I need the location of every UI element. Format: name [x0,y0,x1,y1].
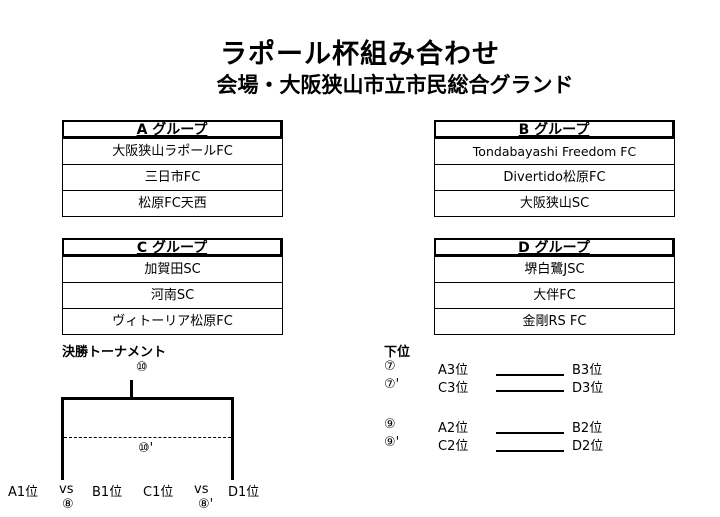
placement-match-3-right: B2位 [572,421,603,436]
venue-subtitle: 会場・大阪狭山市立市民総合グランド [216,73,574,97]
group-c-header: C グループ [62,238,283,257]
bracket-top-bar [61,397,234,400]
placement-match-3-line [496,432,564,434]
bracket-left-leg [61,397,64,480]
slot-c1: C1位 [143,485,174,500]
group-d-team-3: 金剛RS FC [434,309,675,335]
placement-match-4-number: ⑨' [384,435,400,450]
slot-vs-1: vs [59,482,74,497]
placement-match-2-left: C3位 [438,381,469,396]
placement-match-1-right: B3位 [572,363,603,378]
group-c: C グループ 加賀田SC 河南SC ヴィトーリア松原FC [62,238,283,335]
slot-vs-2: vs [194,482,209,497]
group-b: B グループ Tondabayashi Freedom FC Divertido… [434,120,675,217]
group-b-team-1: Tondabayashi Freedom FC [434,139,675,165]
bracket-right-leg [231,397,234,480]
group-b-team-2: Divertido松原FC [434,165,675,191]
placement-match-2-line [496,390,564,392]
group-b-header: B グループ [434,120,675,139]
third-place-dashed-line [64,437,231,438]
slot-d1: D1位 [228,485,260,500]
semi-match-number-2: ⑧' [198,497,214,512]
slot-b1: B1位 [92,485,123,500]
group-c-team-3: ヴィトーリア松原FC [62,309,283,335]
group-a: A グループ 大阪狭山ラポールFC 三日市FC 松原FC天西 [62,120,283,217]
final-match-number: ⑩ [136,360,148,375]
placement-title: 下位 [384,345,411,360]
placement-match-3-left: A2位 [438,421,469,436]
placement-match-3-number: ⑨ [384,417,396,432]
placement-match-2-right: D3位 [572,381,604,396]
group-d-header: D グループ [434,238,675,257]
placement-match-4-left: C2位 [438,439,469,454]
semi-match-number-1: ⑧ [62,497,74,512]
group-d-team-2: 大伴FC [434,283,675,309]
placement-match-1-number: ⑦ [384,359,396,374]
group-d: D グループ 堺白鷺JSC 大伴FC 金剛RS FC [434,238,675,335]
slot-a1: A1位 [8,485,39,500]
placement-match-4-line [496,450,564,452]
group-c-team-2: 河南SC [62,283,283,309]
bracket-stem [130,380,133,399]
placement-match-1-line [496,374,564,376]
placement-match-4-right: D2位 [572,439,604,454]
group-d-team-1: 堺白鷺JSC [434,257,675,283]
group-c-team-1: 加賀田SC [62,257,283,283]
final-tournament-title: 決勝トーナメント [62,345,167,360]
page-title: ラポール杯組み合わせ [220,39,500,70]
group-a-team-1: 大阪狭山ラポールFC [62,139,283,165]
group-a-header: A グループ [62,120,283,139]
placement-match-1-left: A3位 [438,363,469,378]
third-place-match-number: ⑩' [138,441,154,456]
group-a-team-2: 三日市FC [62,165,283,191]
placement-match-2-number: ⑦' [384,377,400,392]
group-b-team-3: 大阪狭山SC [434,191,675,217]
group-a-team-3: 松原FC天西 [62,191,283,217]
